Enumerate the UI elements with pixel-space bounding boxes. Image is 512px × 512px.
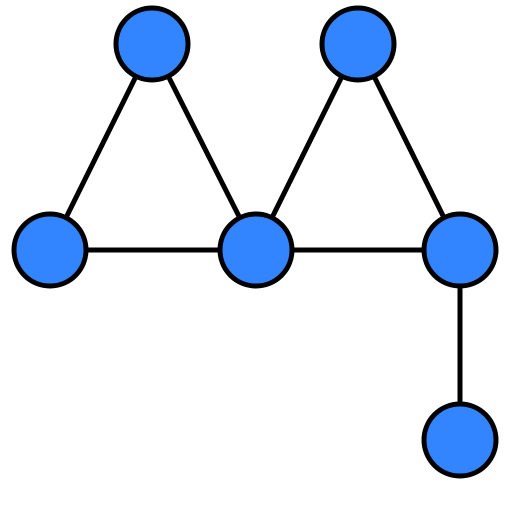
node-bottom-right: [421, 401, 499, 479]
node-middle-left: [11, 211, 89, 289]
node-top-left: [113, 5, 191, 83]
node-middle-right: [421, 211, 499, 289]
nodes-layer: [11, 5, 499, 479]
node-top-right: [319, 5, 397, 83]
node-middle-center: [217, 211, 295, 289]
